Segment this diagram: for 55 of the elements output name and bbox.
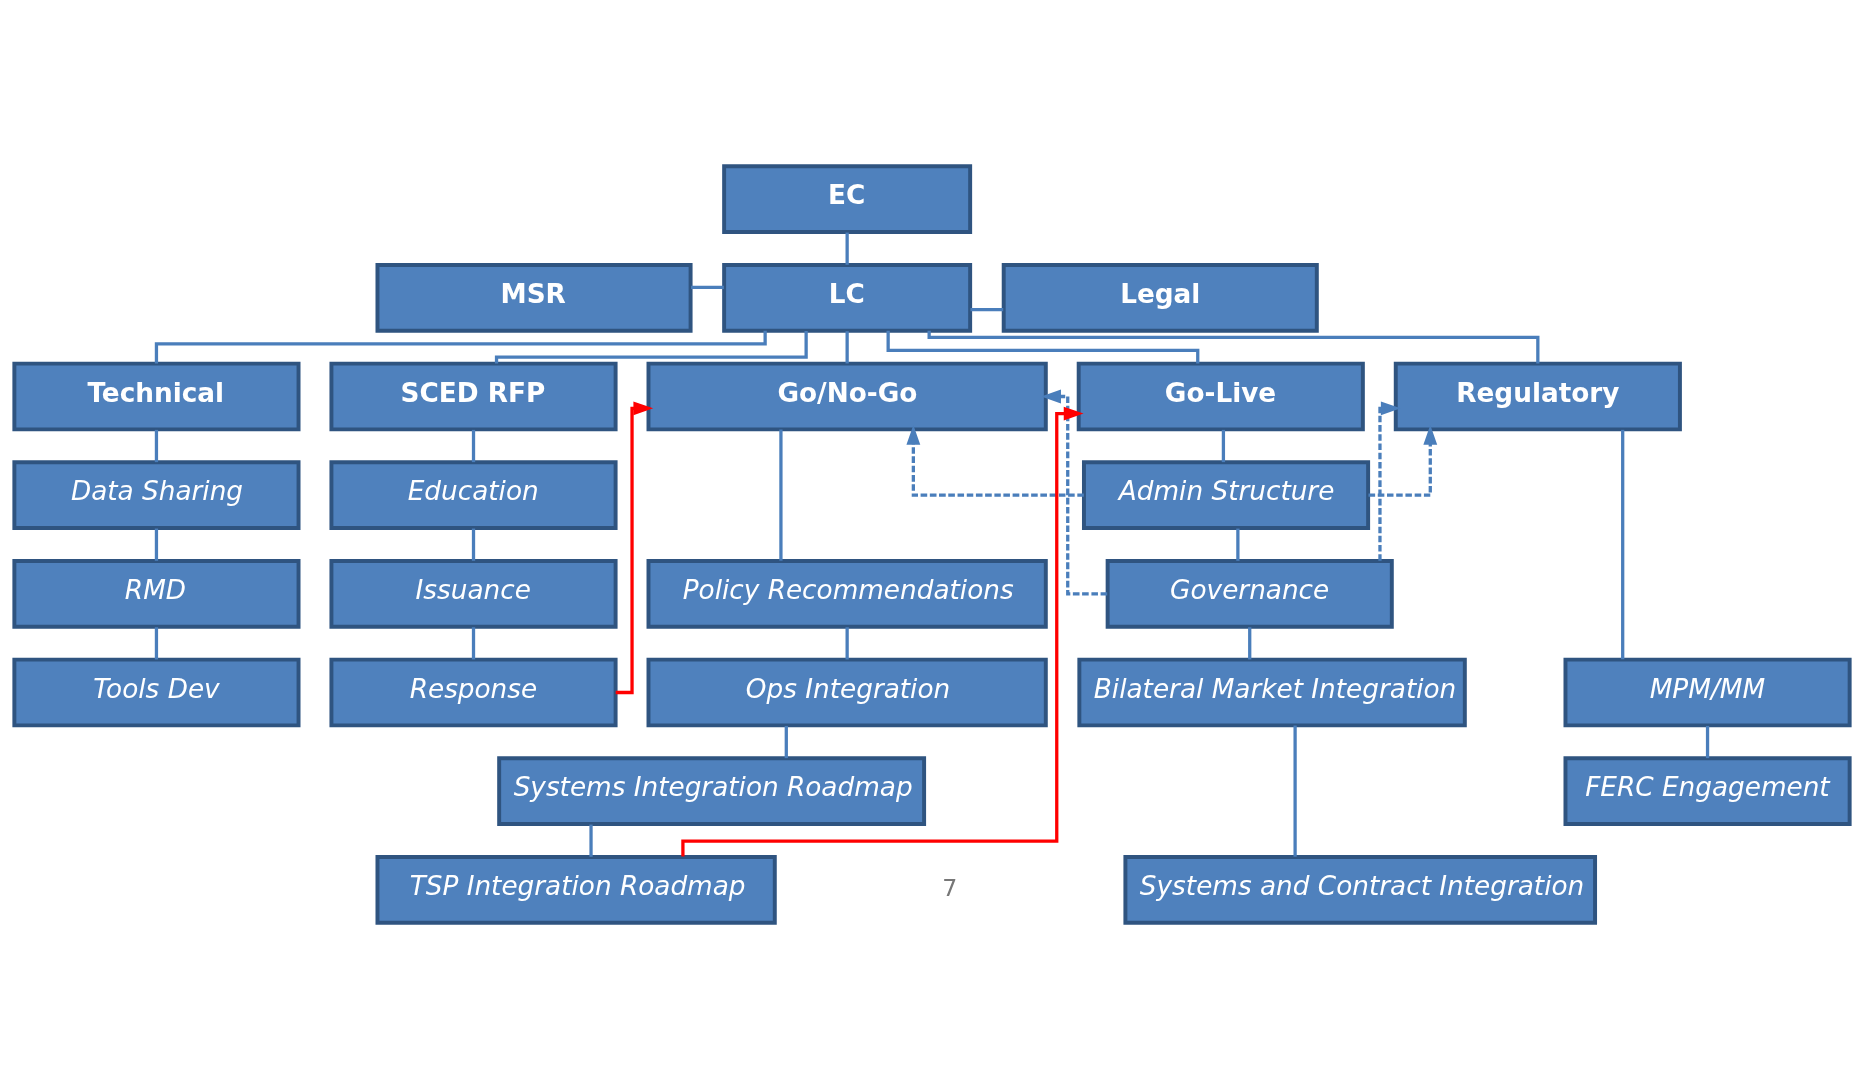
node-box: Systems Integration Roadmap — [497, 755, 927, 826]
connector — [154, 330, 767, 363]
node-box: SCED RFP — [329, 361, 618, 431]
node-box: MSR — [375, 262, 693, 333]
connector — [845, 232, 849, 265]
node-box: Issuance — [329, 558, 618, 629]
node-box: Response — [329, 657, 618, 727]
connector — [1248, 626, 1252, 659]
connector — [471, 528, 476, 561]
connector — [1236, 528, 1240, 561]
arrow — [1368, 424, 1438, 497]
label: 7 — [942, 873, 958, 902]
node-box: Go-Live — [1076, 361, 1365, 431]
connector — [784, 725, 788, 758]
connector — [154, 626, 159, 659]
node-box: Data Sharing — [12, 459, 301, 530]
node-box: Technical — [12, 361, 301, 431]
connector — [1705, 725, 1710, 758]
connector — [845, 330, 849, 363]
connector — [471, 429, 476, 462]
node-box: EC — [722, 163, 973, 234]
node-box: RMD — [12, 558, 301, 629]
connector — [1621, 429, 1625, 659]
arrow — [1041, 389, 1108, 595]
node-box: MPM/MM — [1563, 657, 1852, 727]
connector — [154, 429, 159, 462]
node-box: Regulatory — [1393, 361, 1682, 431]
arrow — [681, 406, 1084, 857]
connector — [1221, 429, 1226, 462]
node-box: Governance — [1105, 558, 1394, 629]
node-box: FERC Engagement — [1563, 755, 1852, 826]
node-box: Policy Recommendations — [646, 558, 1048, 629]
arrow — [1378, 400, 1401, 561]
connector — [886, 330, 1200, 363]
connector — [494, 330, 808, 364]
connector — [845, 626, 849, 659]
connector — [589, 824, 593, 857]
node-box: Ops Integration — [646, 657, 1048, 727]
arrow — [906, 424, 1084, 497]
node-box: Admin Structure — [1081, 459, 1371, 530]
node-box: Tools Dev — [12, 657, 301, 727]
arrow — [615, 400, 654, 694]
connector — [1293, 725, 1297, 857]
node-box: Bilateral Market Integration — [1077, 657, 1467, 727]
node-box: Systems and Contract Integration — [1123, 854, 1598, 925]
connector — [779, 429, 783, 561]
connector — [471, 626, 476, 659]
connector — [970, 307, 1004, 311]
node-box: Education — [329, 459, 618, 530]
node-box: TSP Integration Roadmap — [375, 854, 777, 925]
connector — [691, 285, 724, 289]
node-box: Go/No-Go — [646, 361, 1048, 431]
node-box: LC — [722, 262, 973, 333]
connector — [154, 528, 159, 561]
node-box: Legal — [1001, 262, 1319, 333]
